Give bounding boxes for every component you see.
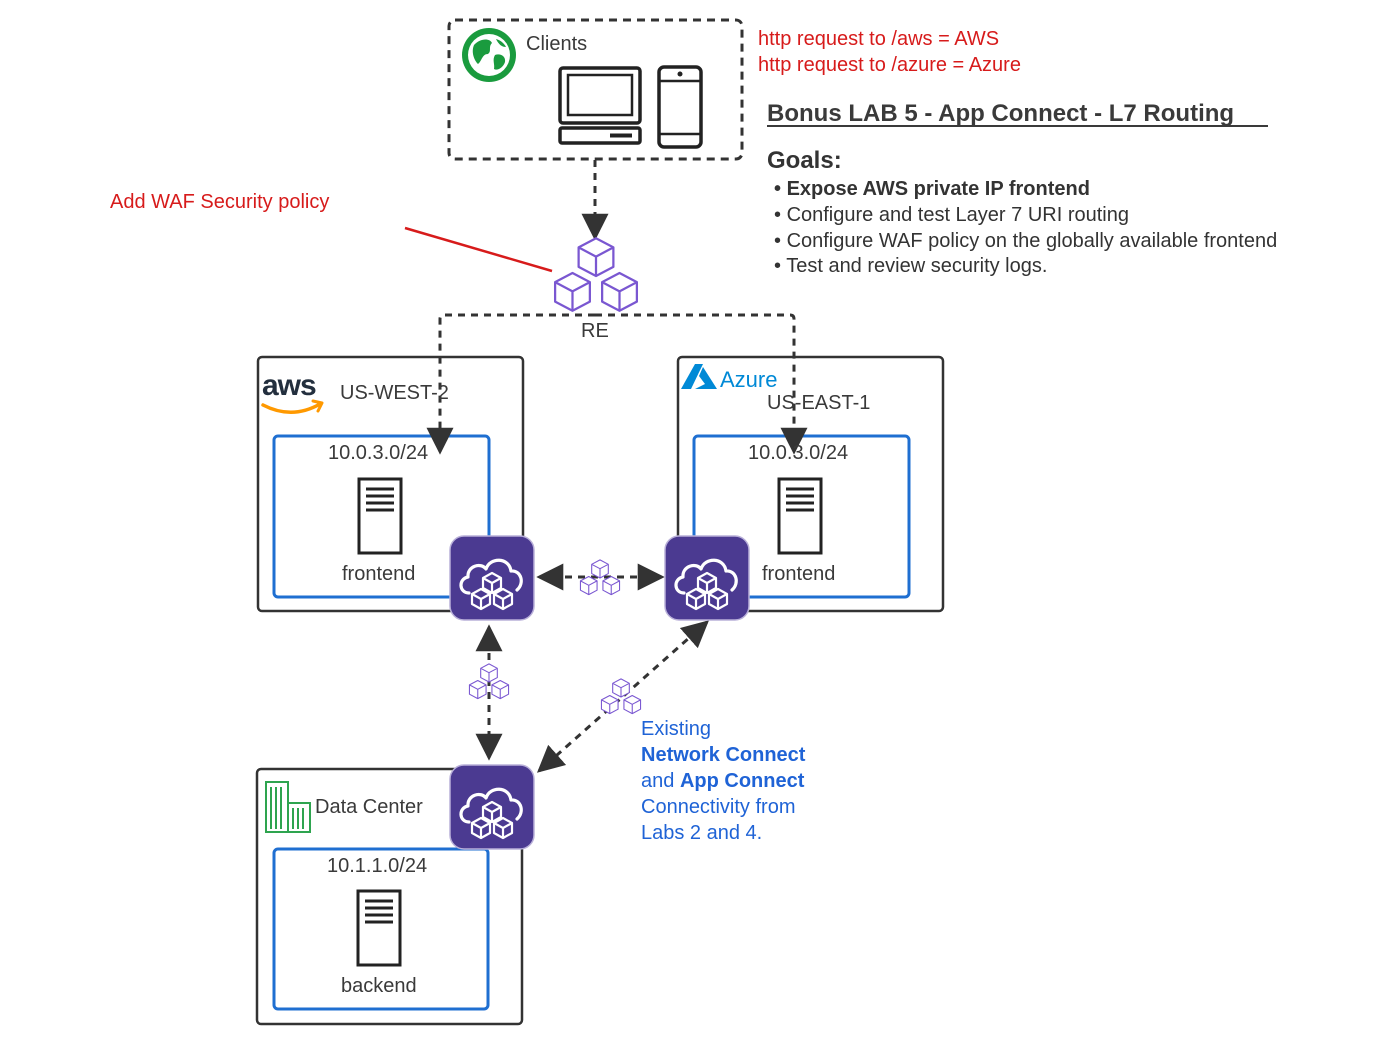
- existing-note-text: App Connect: [679, 770, 805, 792]
- goal-text: Expose AWS private IP frontend: [786, 178, 1090, 200]
- azure-server-icon: [777, 477, 823, 555]
- diagram-title: Bonus LAB 5 - App Connect - L7 Routing: [767, 100, 1235, 127]
- existing-note-line: and App Connect: [641, 768, 805, 794]
- azure-customer-edge-icon: [664, 535, 750, 621]
- goal-item: • Test and review security logs.: [774, 255, 1048, 277]
- azure-region-label: US-EAST-1: [767, 392, 871, 414]
- aws-customer-edge-icon: [449, 535, 535, 621]
- datacenter-server-icon: [356, 889, 402, 967]
- existing-note-line: Connectivity from: [641, 796, 796, 818]
- existing-note-text: and: [641, 770, 680, 792]
- datacenter-region-box: [255, 767, 524, 1026]
- mesh-link-icon: [600, 678, 642, 715]
- existing-note-line: Existing: [641, 718, 712, 740]
- mesh-link-icon: [579, 559, 621, 596]
- datacenter-icon: [265, 781, 311, 833]
- goal-text: Test and review security logs.: [786, 255, 1048, 277]
- aws-smile-icon: [261, 402, 322, 414]
- azure-server-label: frontend: [762, 563, 836, 585]
- aws-region-box: [256, 355, 525, 613]
- aws-server-icon: [357, 477, 403, 555]
- aws-region-label: US-WEST-2: [340, 382, 449, 404]
- goals-heading: Goals:: [767, 147, 842, 174]
- re-to-aws-connector: [426, 313, 595, 455]
- aws-subnet-label: 10.0.3.0/24: [328, 442, 429, 464]
- datacenter-label: Data Center: [315, 796, 423, 818]
- datacenter-server-label: backend: [341, 975, 417, 997]
- waf-note: Add WAF Security policy: [110, 191, 330, 213]
- azure-datacenter-link: [536, 620, 710, 773]
- azure-logo: Azure: [720, 367, 778, 392]
- goal-item: • Expose AWS private IP frontend: [774, 178, 1090, 200]
- re-to-azure-connector: [595, 313, 808, 455]
- azure-subnet-label: 10.0.3.0/24: [748, 442, 849, 464]
- datacenter-subnet-box: [272, 847, 490, 1011]
- azure-logo-icon: [681, 364, 717, 389]
- aws-logo: aws: [262, 369, 317, 402]
- existing-note-line: Labs 2 and 4.: [641, 822, 763, 844]
- existing-note-line: Network Connect: [641, 744, 806, 766]
- desktop-icon: [558, 66, 642, 145]
- routing-note-azure: http request to /azure = Azure: [758, 54, 1021, 76]
- re-label: RE: [581, 320, 609, 342]
- aws-server-label: frontend: [342, 563, 416, 585]
- goal-item: • Configure WAF policy on the globally a…: [774, 230, 1278, 252]
- routing-note-aws: http request to /aws = AWS: [758, 28, 1000, 50]
- azure-region-box: [676, 355, 945, 613]
- aws-subnet-box: [272, 434, 491, 599]
- globe-icon: [462, 28, 516, 82]
- goal-item: • Configure and test Layer 7 URI routing: [774, 204, 1129, 226]
- phone-icon: [657, 65, 703, 149]
- waf-pointer-line: [404, 226, 553, 273]
- re-cubes-icon: [553, 237, 639, 312]
- datacenter-customer-edge-icon: [449, 764, 535, 850]
- clients-label: Clients: [526, 33, 588, 55]
- clients-box: [447, 18, 744, 161]
- datacenter-subnet-label: 10.1.1.0/24: [327, 855, 428, 877]
- existing-note: Existing Network Connect and App Connect…: [641, 716, 805, 846]
- goal-text: Configure WAF policy on the globally ava…: [786, 230, 1278, 252]
- goal-text: Configure and test Layer 7 URI routing: [786, 204, 1129, 226]
